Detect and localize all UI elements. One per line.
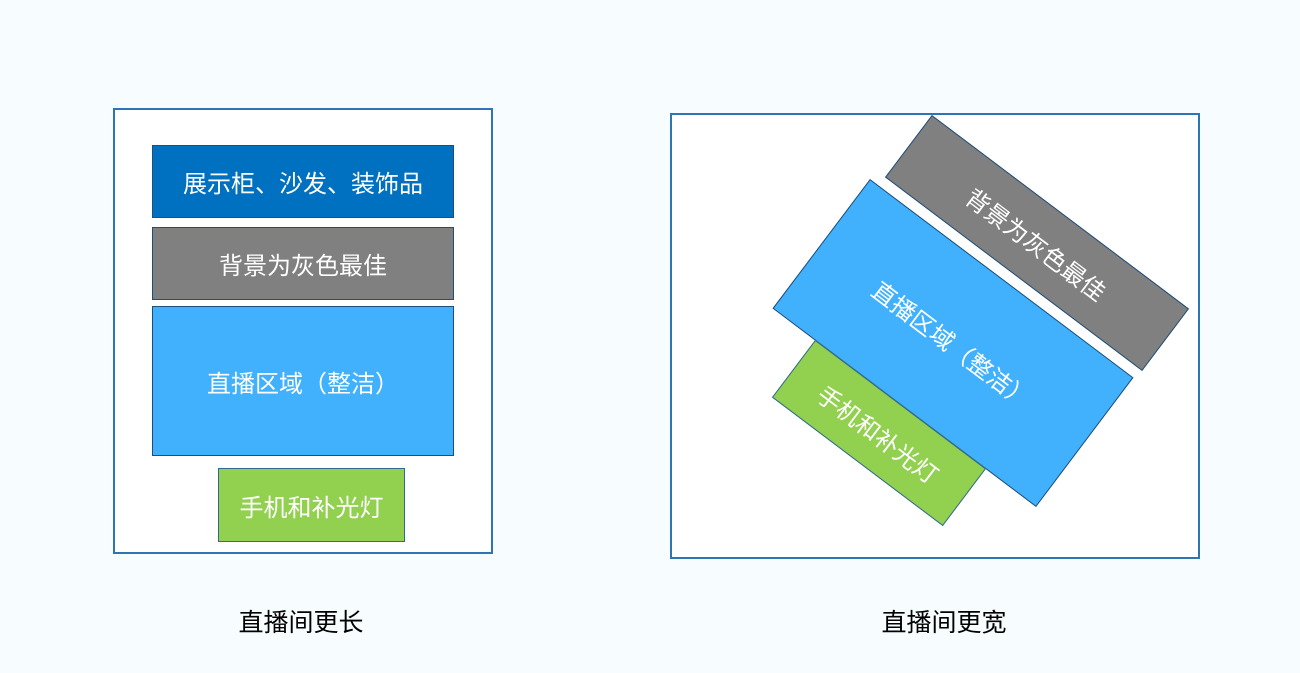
display-zone-label: 展示柜、沙发、装饰品 (183, 170, 423, 198)
background-zone-label: 背景为灰色最佳 (219, 252, 387, 280)
phone-light-zone: 手机和补光灯 (218, 468, 405, 542)
display-zone: 展示柜、沙发、装饰品 (152, 145, 454, 218)
phone-light-zone-label: 手机和补光灯 (239, 493, 384, 522)
background-zone: 背景为灰色最佳 (152, 227, 454, 300)
wide-room-caption: 直播间更宽 (881, 608, 1007, 637)
live-zone: 直播区域（整洁） (152, 306, 454, 456)
long-room-caption: 直播间更长 (238, 608, 364, 637)
wide-live-zone-label: 直播区域（整洁） (866, 276, 1037, 414)
live-zone-label: 直播区域（整洁） (207, 369, 399, 398)
